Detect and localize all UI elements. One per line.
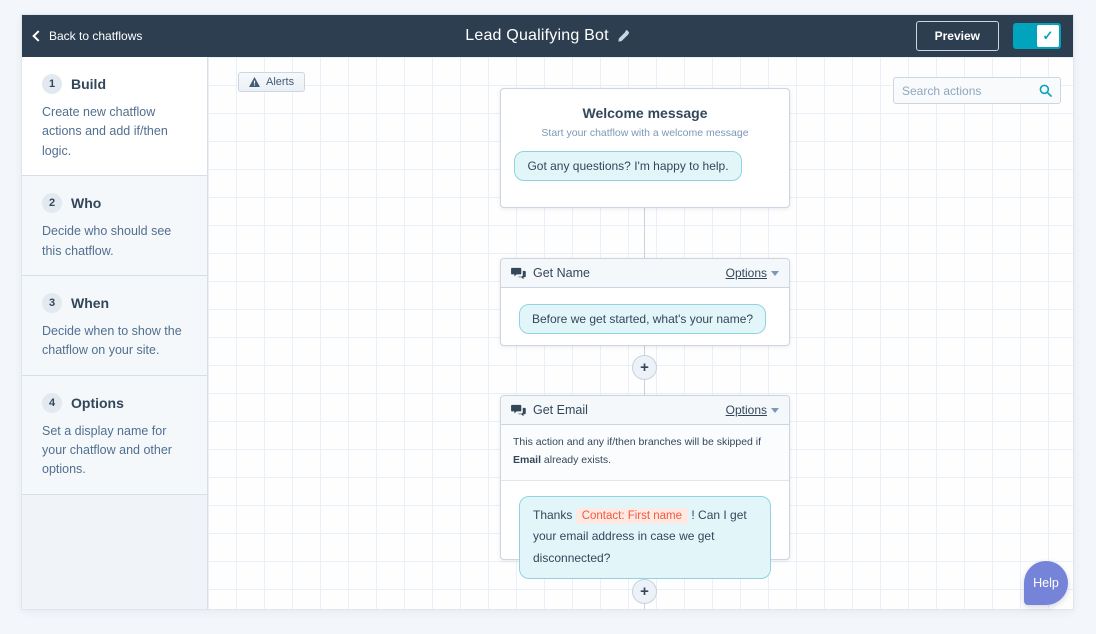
search-actions-box[interactable] [893,77,1061,104]
chatflow-builder-window: Back to chatflows Lead Qualifying Bot Pr… [22,15,1073,609]
sidebar-step-who[interactable]: 2 Who Decide who should see this chatflo… [22,176,207,276]
personalization-token[interactable]: Contact: First name [575,507,689,524]
card-title: Get Name [533,266,590,280]
chevron-left-icon [32,30,44,42]
sidebar-filler [22,494,207,609]
message-text: Thanks [533,507,576,522]
back-to-chatflows-link[interactable]: Back to chatflows [32,29,143,43]
welcome-card-subtitle: Start your chatflow with a welcome messa… [541,127,749,139]
alerts-label: Alerts [266,76,295,88]
sidebar-step-build[interactable]: 1 Build Create new chatflow actions and … [22,57,207,177]
welcome-message-card[interactable]: Welcome message Start your chatflow with… [500,88,790,208]
chat-message-bubble[interactable]: Thanks Contact: First name ! Can I get y… [519,495,771,579]
step-title: Options [71,394,124,411]
steps-sidebar: 1 Build Create new chatflow actions and … [22,57,208,609]
chevron-down-icon [771,407,779,413]
warning-triangle-icon [249,77,260,87]
note-text: already exists. [541,453,612,466]
chat-bubbles-icon [511,404,526,416]
header-actions: Preview ✓ [915,21,1061,51]
chat-message-bubble[interactable]: Before we get started, what's your name? [519,304,767,334]
note-bold-property: Email [513,453,542,466]
card-title: Get Email [533,403,588,417]
add-action-button[interactable]: + [632,579,657,604]
chatflow-enabled-toggle[interactable]: ✓ [1013,23,1061,49]
options-label: Options [725,403,767,417]
step-description: Set a display name for your chatflow and… [42,423,172,477]
step-description: Decide who should see this chatflow. [42,224,172,258]
card-header: Get Name Options [501,259,789,288]
add-action-button[interactable]: + [632,355,657,380]
preview-button[interactable]: Preview [915,21,999,51]
toggle-check-icon: ✓ [1037,25,1059,47]
chat-message-bubble[interactable]: Got any questions? I'm happy to help. [514,151,742,181]
skip-condition-note: This action and any if/then branches wil… [501,425,789,481]
options-dropdown[interactable]: Options [726,403,779,417]
builder-body: 1 Build Create new chatflow actions and … [22,57,1073,609]
search-actions-input[interactable] [902,83,1033,98]
step-description: Decide when to show the chatflow on your… [42,323,182,358]
edit-pencil-icon[interactable] [617,29,630,43]
flow-canvas[interactable]: Alerts Welcome message Start your chatfl… [208,57,1073,609]
alerts-badge[interactable]: Alerts [238,72,306,92]
note-text: This action and any if/then branches wil… [513,436,762,448]
page-title: Lead Qualifying Bot [465,27,609,44]
step-title: When [71,294,110,311]
sidebar-step-when[interactable]: 3 When Decide when to show the chatflow … [22,275,207,376]
top-header: Back to chatflows Lead Qualifying Bot Pr… [22,15,1073,57]
help-button[interactable]: Help [1024,561,1068,605]
sidebar-step-options[interactable]: 4 Options Set a display name for your ch… [22,375,207,495]
get-name-card[interactable]: Get Name Options Before we get started, … [500,258,790,346]
options-label: Options [725,266,767,280]
options-dropdown[interactable]: Options [726,266,779,280]
step-title: Build [71,76,106,92]
step-number-badge: 2 [42,193,62,214]
step-number-badge: 1 [42,74,62,94]
search-icon[interactable] [1039,84,1052,97]
welcome-card-title: Welcome message [582,105,708,121]
card-header: Get Email Options [501,396,789,425]
get-email-card[interactable]: Get Email Options This action and any if… [500,395,790,579]
step-number-badge: 4 [42,392,62,413]
back-link-label: Back to chatflows [49,29,143,43]
chat-bubbles-icon [511,267,526,279]
message-text: ! Can I get your email address in case w… [533,507,747,565]
step-number-badge: 3 [42,292,62,313]
step-description: Create new chatflow actions and add if/t… [42,105,168,158]
chevron-down-icon [771,270,779,276]
step-title: Who [71,195,102,212]
